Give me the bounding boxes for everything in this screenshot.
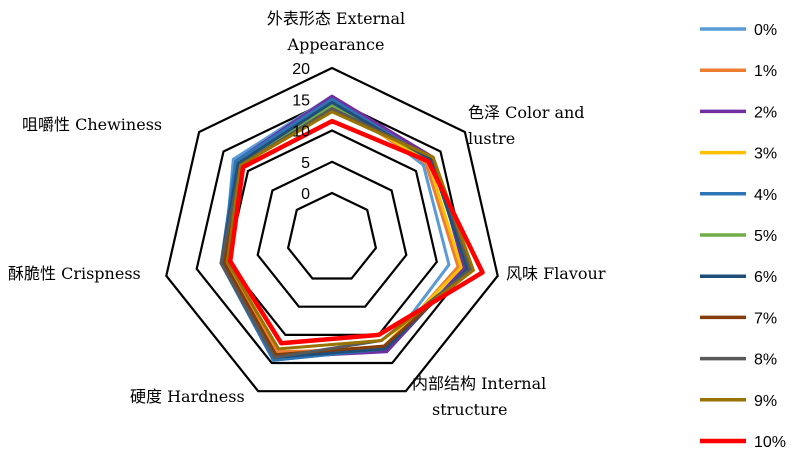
axis-label-5-line-0: 酥脆性 Crispness xyxy=(8,264,141,283)
tick-label-5: 5 xyxy=(301,155,310,172)
legend-label-6pct: 6% xyxy=(754,269,777,286)
axis-label-6-line-0: 咀嚼性 Chewiness xyxy=(22,115,162,134)
tick-label-10: 10 xyxy=(292,124,310,141)
tick-label-0: 0 xyxy=(301,186,310,203)
radar-series-layer xyxy=(219,94,485,362)
axis-label-2-line-0: 风味 Flavour xyxy=(506,264,606,283)
series-9pct xyxy=(225,110,475,351)
axis-label-0-line-0: 外表形态 External xyxy=(267,9,405,28)
legend-label-2pct: 2% xyxy=(754,104,777,121)
legend-label-1pct: 1% xyxy=(754,63,777,80)
axis-label-4-line-0: 硬度 Hardness xyxy=(130,387,245,406)
radial-tick-labels: 0 5 10 15 20 xyxy=(292,61,310,203)
tick-label-15: 15 xyxy=(292,92,310,109)
tick-label-20: 20 xyxy=(292,61,310,78)
legend-label-8pct: 8% xyxy=(754,352,777,369)
radar-grid xyxy=(165,66,499,393)
series-10pct xyxy=(227,118,485,346)
legend-label-3pct: 3% xyxy=(754,146,777,163)
legend-label-0pct: 0% xyxy=(754,22,777,39)
legend-label-9pct: 9% xyxy=(754,393,777,410)
grid-ring-10 xyxy=(226,129,438,336)
legend: 0% 1% 2% 3% 4% 5% 6% 7% 8% 9% 10% xyxy=(700,22,786,451)
legend-label-4pct: 4% xyxy=(754,187,777,204)
legend-label-5pct: 5% xyxy=(754,228,777,245)
axis-label-3-line-0: 内部结构 Internal xyxy=(412,374,546,393)
axis-label-3-line-1: structure xyxy=(432,400,507,419)
legend-label-7pct: 7% xyxy=(754,310,777,327)
grid-ring-20 xyxy=(165,66,499,393)
axis-label-1-line-0: 色泽 Color and xyxy=(468,103,585,122)
grid-ring-15 xyxy=(195,98,469,365)
grid-ring-0 xyxy=(286,191,378,280)
axis-label-1-line-1: lustre xyxy=(468,129,515,148)
legend-label-10pct: 10% xyxy=(754,434,786,451)
grid-ring-5 xyxy=(256,160,408,308)
axis-label-0-line-1: Appearance xyxy=(287,35,385,54)
